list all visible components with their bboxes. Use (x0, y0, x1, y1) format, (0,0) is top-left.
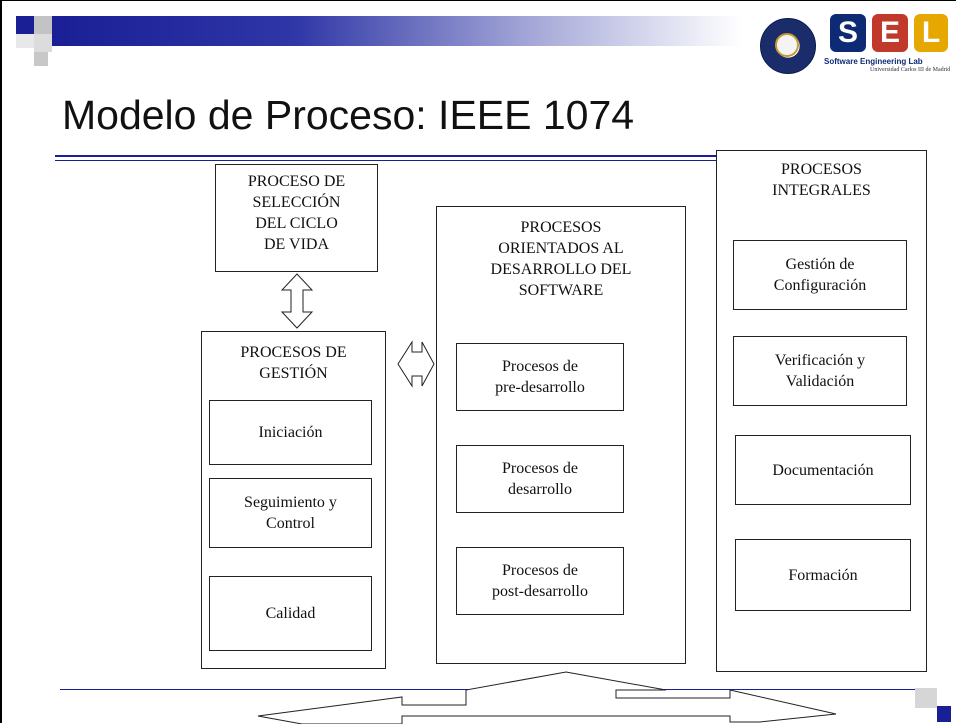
vertical-double-arrow-icon (280, 273, 314, 329)
gestion-item: Calidad (209, 576, 372, 651)
integrales-item-label: Verificación y Validación (774, 352, 866, 390)
desarrollo-title: PROCESOS ORIENTADOS AL DESARROLLO DEL SO… (490, 219, 632, 299)
desarrollo-item-label: Procesos de pre-desarrollo (495, 358, 585, 396)
desarrollo-item: Procesos de pre-desarrollo (456, 343, 624, 411)
integrales-item: Documentación (735, 435, 911, 505)
gestion-item-label: Seguimiento y Control (244, 494, 337, 532)
header-gradient-bar (52, 16, 742, 46)
gestion-item-label: Iniciación (258, 424, 323, 441)
lab-name: Software Engineering Lab (824, 57, 923, 66)
decor-square (16, 34, 34, 48)
decor-square (34, 34, 52, 52)
horizontal-double-arrow-icon (397, 340, 435, 388)
decor-square (937, 706, 951, 722)
integrales-item-label: Gestión de Configuración (773, 256, 867, 294)
desarrollo-item: Procesos de desarrollo (456, 445, 624, 513)
page-title: Modelo de Proceso: IEEE 1074 (62, 92, 635, 138)
desarrollo-item-label: Procesos de post-desarrollo (492, 562, 588, 600)
desarrollo-item: Procesos de post-desarrollo (456, 547, 624, 615)
sel-logo-l: L (914, 14, 948, 52)
title-underline (55, 155, 915, 157)
gestion-item: Iniciación (209, 400, 372, 465)
gestion-item-label: Calidad (265, 605, 316, 622)
integrales-item: Gestión de Configuración (733, 240, 907, 310)
decor-square (34, 16, 52, 34)
title-underline-thin (55, 160, 915, 161)
sel-logo-s: S (830, 14, 866, 52)
decor-square (16, 16, 34, 34)
seleccion-title: PROCESO DE SELECCIÓN DEL CICLO DE VIDA (247, 173, 346, 253)
university-seal-logo (760, 18, 816, 74)
integrales-item-label: Documentación (772, 461, 874, 479)
seleccion-ciclo-vida-box: PROCESO DE SELECCIÓN DEL CICLO DE VIDA (215, 164, 378, 272)
decor-square (915, 688, 937, 708)
sel-logo-e: E (872, 14, 908, 52)
bottom-wide-arrow-icon (257, 671, 837, 724)
desarrollo-item-label: Procesos de desarrollo (502, 460, 578, 498)
integrales-item: Verificación y Validación (733, 336, 907, 406)
integrales-item-label: Formación (788, 566, 858, 584)
decor-square (34, 52, 48, 66)
integrales-title: PROCESOS INTEGRALES (772, 161, 871, 199)
gestion-item: Seguimiento y Control (209, 478, 372, 548)
gestion-title: PROCESOS DE GESTIÓN (240, 344, 347, 382)
integrales-item: Formación (735, 539, 911, 611)
lab-university: Universidad Carlos III de Madrid (870, 67, 951, 73)
